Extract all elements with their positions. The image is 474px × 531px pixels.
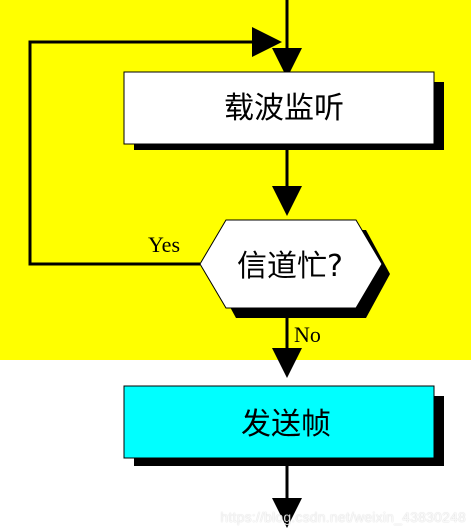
source-watermark: https://blog.csdn.net/weixin_43830248 [220,509,466,525]
yes-loop-connector [28,27,282,266]
send-frame-label: 发送帧 [241,407,331,442]
carrier-sense-box [123,71,435,145]
send-frame-box [123,385,435,459]
channel-busy-label: 信道忙? [237,249,343,284]
yes-label: Yes [148,232,180,257]
no-label: No [294,322,321,347]
carrier-sense-label: 载波监听 [224,91,344,126]
